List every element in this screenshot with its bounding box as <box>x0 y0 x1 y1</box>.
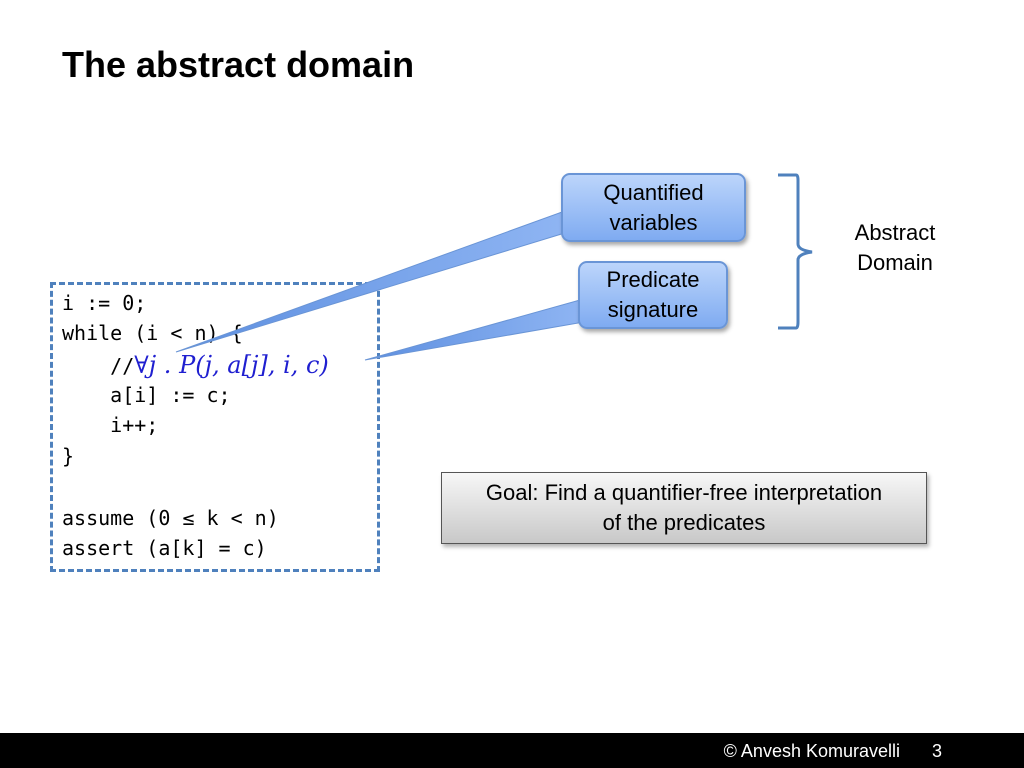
slide-title: The abstract domain <box>62 44 415 85</box>
code-line-5: i++; <box>62 413 159 437</box>
quantified-variables-callout: Quantified variables <box>561 173 746 242</box>
code-line-4: a[i] := c; <box>62 383 231 407</box>
invariant-formula: ∀j . P(j, a[j], i, c) <box>134 351 329 379</box>
copyright-text: © Anvesh Komuravelli <box>723 741 900 761</box>
predicate-callout-line-1: Predicate <box>606 267 700 292</box>
domain-label-line-1: Abstract <box>854 220 936 245</box>
goal-box: Goal: Find a quantifier-free interpretat… <box>441 472 927 544</box>
page-number: 3 <box>932 741 943 761</box>
code-line-7: assume (0 ≤ k < n) <box>62 506 279 530</box>
code-box <box>50 282 380 572</box>
domain-brace <box>778 173 813 330</box>
code-line-3: //∀j . P(j, a[j], i, c) <box>62 350 329 381</box>
domain-label-line-2: Domain <box>857 250 933 275</box>
code-line-6: } <box>62 444 75 468</box>
abstract-domain-label: Abstract Domain <box>830 218 960 278</box>
predicate-callout-line-2: signature <box>607 297 699 322</box>
quantified-callout-line-1: Quantified <box>603 179 704 205</box>
footer-bar: © Anvesh Komuravelli 3 <box>0 733 1024 768</box>
predicate-signature-callout: Predicate signature <box>578 261 728 329</box>
code-line-1: i := 0; <box>62 291 147 315</box>
predicate-pointer <box>364 299 585 361</box>
goal-line-1: Goal: Find a quantifier-free interpretat… <box>485 480 883 505</box>
comment-prefix: // <box>62 354 135 378</box>
goal-line-2: of the predicates <box>602 510 766 535</box>
quantified-callout-line-2: variables <box>609 209 698 235</box>
code-line-8: assert (a[k] = c) <box>62 536 267 560</box>
